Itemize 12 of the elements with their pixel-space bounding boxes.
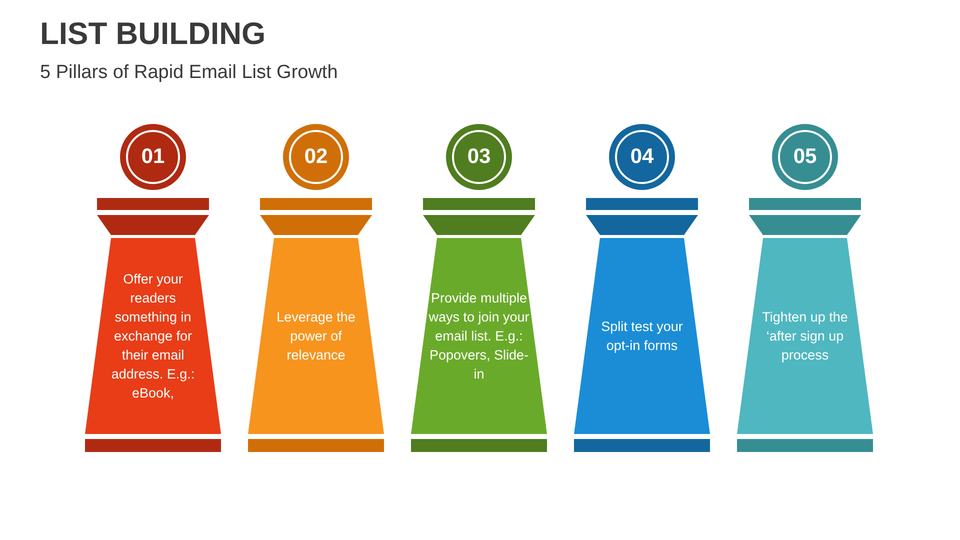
- pillar-text: Offer your readers something in exchange for their email address. E.g.: eBook,: [110, 270, 196, 402]
- step-number: 01: [140, 145, 166, 169]
- pillar-text: Tighten up the ‘after sign up process: [761, 308, 849, 364]
- pillar-text: Provide multiple ways to join your email list. E.g.: Popovers, Slide-in: [428, 290, 530, 384]
- pillar-text: Split test your opt-in forms: [600, 318, 684, 355]
- pillar-text: Leverage the power of relevance: [276, 308, 356, 364]
- title: LIST BUILDING: [40, 16, 266, 52]
- step-number: 02: [303, 145, 329, 169]
- subtitle: 5 Pillars of Rapid Email List Growth: [40, 62, 338, 84]
- step-number: 03: [466, 145, 492, 169]
- step-number: 04: [629, 145, 655, 169]
- step-number: 05: [792, 145, 818, 169]
